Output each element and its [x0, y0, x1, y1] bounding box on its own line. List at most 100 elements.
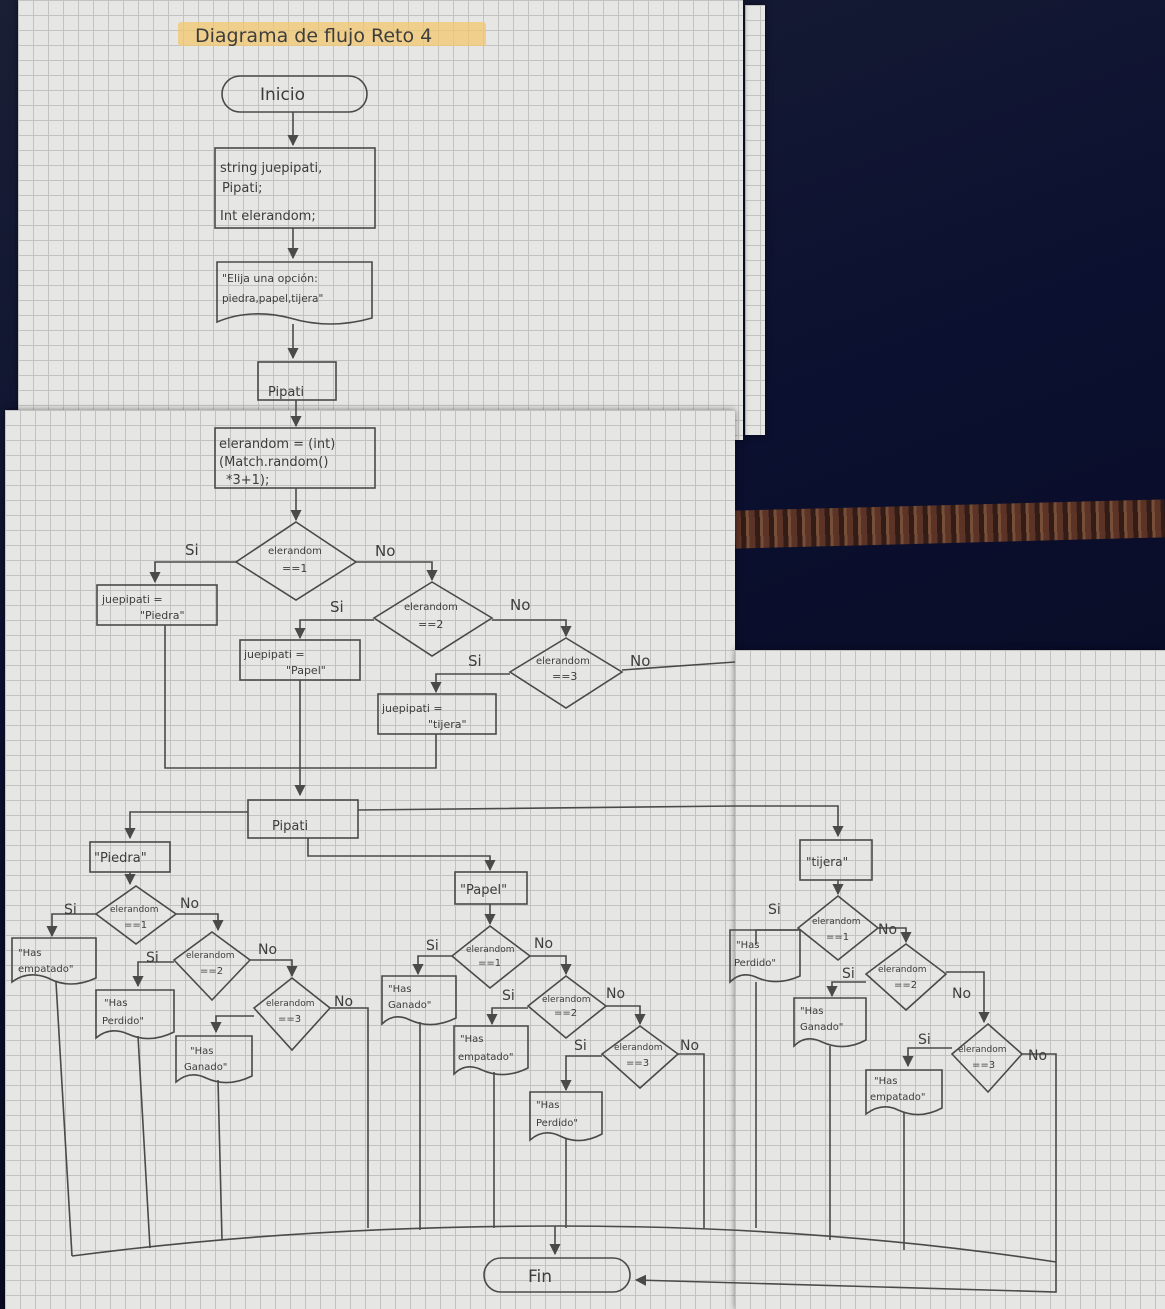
decision-2-diamond: [372, 581, 494, 657]
paper-sheet-left: [5, 410, 735, 1309]
decision-3-diamond: [508, 637, 624, 709]
piedra-perdido-line-2: Perdido": [102, 1016, 144, 1027]
decision-1-label-b: ==1: [282, 562, 307, 575]
input-pipati-label: Pipati: [268, 385, 304, 400]
random-line-1: elerandom = (int): [219, 437, 335, 452]
start-label: Inicio: [260, 85, 305, 105]
tijera-d3-label-b: ==3: [972, 1060, 995, 1071]
papel-ganado-line-2: Ganado": [388, 1000, 431, 1011]
papel-d1-label-a: elerandom: [466, 945, 514, 955]
tijera-perdido-line-1: "Has: [736, 940, 759, 951]
prompt-line-2: piedra,papel,tijera": [222, 293, 323, 305]
piedra-d2-no: No: [258, 942, 277, 958]
tijera-d3-label-a: elerandom: [958, 1045, 1006, 1055]
decision-2-no: No: [510, 596, 530, 614]
tijera-ganado-line-1: "Has: [800, 1006, 823, 1017]
tijera-d3-yes: Si: [918, 1032, 931, 1048]
decision-1-label-a: elerandom: [268, 546, 322, 557]
piedra-d3-no: No: [334, 994, 353, 1010]
assign-papel-line-2: "Papel": [286, 664, 326, 677]
decision-3-no: No: [630, 652, 650, 670]
piedra-d3-label-b: ==3: [278, 1014, 301, 1025]
input-pipati-box: [257, 361, 337, 401]
assign-papel-line-1: juepipati =: [243, 648, 305, 661]
assign-tijera-line-2: "tijera": [428, 718, 467, 731]
piedra-d3-label-a: elerandom: [266, 999, 314, 1009]
assign-tijera-line-1: juepipati =: [381, 702, 443, 715]
prompt-output-shape: [216, 261, 373, 325]
papel-perdido-line-1: "Has: [536, 1100, 559, 1111]
piedra-d1-label-b: ==1: [124, 920, 147, 931]
papel-d3-label-a: elerandom: [614, 1043, 662, 1053]
tijera-empatado-output: [865, 1069, 943, 1116]
papel-d2-label-b: ==2: [554, 1008, 577, 1019]
switch-pipati-label: Pipati: [272, 819, 308, 834]
papel-empatado-output: [453, 1025, 529, 1076]
tijera-ganado-line-2: Ganado": [800, 1022, 843, 1033]
decision-1-yes: Si: [185, 541, 199, 559]
papel-d2-no: No: [606, 986, 625, 1002]
piedra-d2-yes: Si: [146, 950, 159, 966]
title-group: Diagrama de flujo Reto 4: [178, 22, 486, 47]
piedra-ganado-line-1: "Has: [190, 1046, 213, 1057]
tijera-d1-yes: Si: [768, 902, 781, 918]
random-line-2: (Match.random(): [219, 455, 328, 470]
piedra-ganado-output: [175, 1035, 253, 1084]
case-tijera-label: "tijera": [806, 855, 848, 869]
diagram-title: Diagrama de flujo Reto 4: [195, 25, 432, 47]
decision-3-yes: Si: [468, 652, 482, 670]
papel-d2-yes: Si: [502, 988, 515, 1004]
papel-d3-yes: Si: [574, 1038, 587, 1054]
decision-2-yes: Si: [330, 598, 344, 616]
papel-empatado-line-1: "Has: [460, 1034, 483, 1045]
tijera-decision-2: [864, 943, 948, 1012]
paper-sheet-back: [745, 5, 765, 435]
tijera-ganado-output: [793, 997, 867, 1048]
papel-d3-no: No: [680, 1038, 699, 1054]
tijera-d2-label-b: ==2: [894, 980, 917, 991]
papel-empatado-line-2: empatado": [458, 1052, 513, 1063]
paper-sheet-right: [735, 650, 1165, 1309]
case-tijera-box: [799, 839, 873, 881]
decision-2-label-b: ==2: [418, 618, 443, 631]
papel-decision-1: [450, 924, 532, 990]
prompt-line-1: "Elija una opción:: [222, 272, 318, 285]
piedra-empatado-output: [11, 937, 97, 985]
decision-2-label-a: elerandom: [404, 602, 458, 613]
tijera-perdido-line-2: Perdido": [734, 958, 776, 969]
assign-piedra-box: [96, 584, 218, 626]
papel-perdido-line-2: Perdido": [536, 1118, 578, 1129]
piedra-empatado-line-2: empatado": [18, 964, 73, 975]
tijera-d2-label-a: elerandom: [878, 965, 926, 975]
tijera-empatado-line-2: empatado": [870, 1092, 925, 1103]
tijera-d1-no: No: [878, 922, 897, 938]
piedra-d2-label-b: ==2: [200, 966, 223, 977]
case-piedra-label: "Piedra": [94, 851, 147, 866]
papel-d2-label-a: elerandom: [542, 995, 590, 1005]
piedra-decision-3: [252, 976, 332, 1052]
tijera-decision-3: [950, 1022, 1024, 1094]
end-label: Fin: [528, 1267, 552, 1287]
piedra-perdido-output: [95, 989, 175, 1040]
piedra-d2-label-a: elerandom: [186, 951, 234, 961]
papel-decision-2: [526, 974, 608, 1040]
papel-perdido-output: [529, 1091, 603, 1142]
tijera-d2-no: No: [952, 986, 971, 1002]
piedra-d1-yes: Si: [64, 902, 77, 918]
tijera-empatado-line-1: "Has: [874, 1076, 897, 1087]
case-papel-label: "Papel": [460, 883, 507, 898]
papel-decision-3: [600, 1025, 680, 1090]
piedra-decision-1: [94, 885, 178, 945]
declaration-line-3: Int elerandom;: [220, 209, 316, 224]
random-line-3: *3+1);: [226, 473, 269, 488]
papel-d1-no: No: [534, 936, 553, 952]
declaration-line-2: Pipati;: [222, 181, 262, 196]
piedra-d1-no: No: [180, 896, 199, 912]
case-papel-box: [454, 871, 528, 905]
tijera-decision-1: [796, 894, 880, 962]
tijera-d1-label-b: ==1: [826, 932, 849, 943]
tijera-d2-yes: Si: [842, 966, 855, 982]
papel-ganado-line-1: "Has: [388, 984, 411, 995]
piedra-d1-label-a: elerandom: [110, 905, 158, 915]
